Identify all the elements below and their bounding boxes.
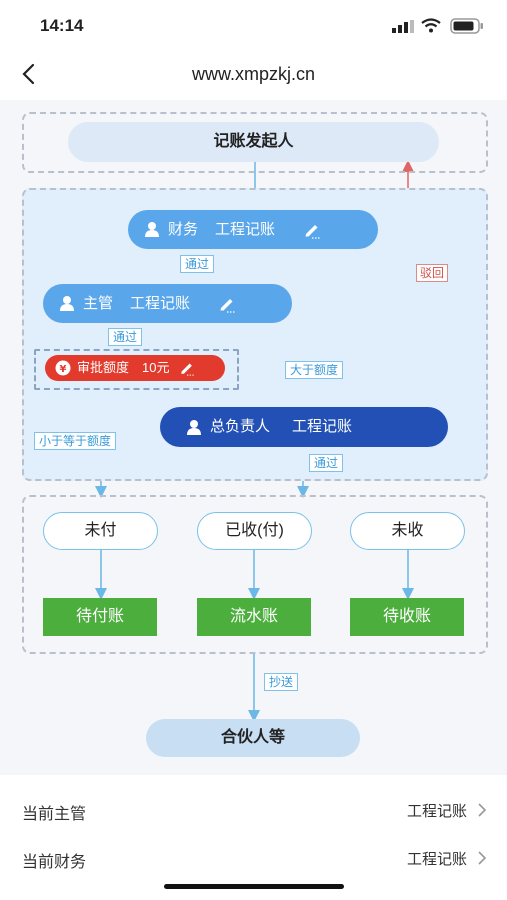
- less-equal-limit-label: 小于等于额度: [34, 432, 117, 450]
- manager-book: 工程记账: [130, 295, 191, 312]
- status-unreceived[interactable]: 未收: [350, 512, 465, 550]
- greater-than-limit-label: 大于额度: [285, 361, 344, 379]
- manager-role: 主管: [83, 295, 114, 312]
- pass-label-2: 通过: [108, 328, 143, 346]
- user-icon: [60, 296, 74, 311]
- back-icon[interactable]: [18, 62, 42, 86]
- home-indicator: [164, 884, 344, 889]
- general-manager-book: 工程记账: [292, 418, 353, 435]
- edit-icon[interactable]: [303, 221, 321, 239]
- ledger-receivable[interactable]: 待收账: [350, 598, 464, 636]
- pass-label-3: 通过: [309, 454, 344, 472]
- user-icon: [187, 420, 201, 435]
- yuan-icon: ¥: [55, 360, 71, 376]
- battery-icon: [450, 18, 483, 34]
- reject-label: 驳回: [416, 264, 449, 282]
- approval-limit-node[interactable]: ¥ 审批额度 10元: [45, 355, 225, 381]
- edit-icon[interactable]: [179, 360, 195, 376]
- approval-limit-region: [34, 349, 239, 390]
- setting-row-finance[interactable]: 当前财务 工程记账: [0, 834, 507, 882]
- initiator-region: [22, 112, 488, 173]
- partners-node[interactable]: 合伙人等: [146, 719, 360, 757]
- wifi-icon: [421, 18, 441, 33]
- setting-value: 工程记账: [406, 851, 467, 868]
- status-received-paid[interactable]: 已收(付): [197, 512, 312, 550]
- ledger-payable[interactable]: 待付账: [43, 598, 157, 636]
- signal-icon: [392, 20, 414, 33]
- status-time: 14:14: [40, 16, 84, 35]
- setting-label: 当前财务: [22, 854, 87, 871]
- ledger-region: [22, 495, 488, 654]
- setting-label: 当前主管: [22, 806, 87, 823]
- approval-limit-label: 审批额度: [77, 360, 130, 375]
- flow-diagram: 记账发起人 财务 工程记账 通过 主管 工程记账 通过 ¥ 审批额度: [0, 100, 507, 775]
- edit-icon[interactable]: [218, 295, 236, 313]
- pass-label-1: 通过: [180, 255, 215, 273]
- manager-node[interactable]: 主管 工程记账: [43, 284, 292, 323]
- nav-bar: www.xmpzkj.cn: [0, 50, 507, 100]
- setting-row-manager[interactable]: 当前主管 工程记账: [0, 786, 507, 835]
- general-manager-role: 总负责人: [210, 418, 271, 435]
- cc-label: 抄送: [264, 673, 299, 691]
- finance-book: 工程记账: [215, 221, 276, 238]
- chevron-right-icon: [478, 851, 487, 865]
- chevron-right-icon: [478, 803, 487, 817]
- ledger-journal[interactable]: 流水账: [197, 598, 311, 636]
- user-icon: [145, 222, 159, 237]
- approval-limit-amount: 10元: [142, 360, 170, 375]
- page-title: www.xmpzkj.cn: [191, 64, 316, 84]
- setting-value: 工程记账: [406, 803, 467, 820]
- general-manager-node[interactable]: 总负责人 工程记账: [160, 407, 448, 447]
- status-unpaid[interactable]: 未付: [43, 512, 158, 550]
- finance-node[interactable]: 财务 工程记账: [128, 210, 378, 249]
- svg-text:¥: ¥: [60, 364, 67, 375]
- status-bar: 14:14: [0, 0, 507, 50]
- finance-role: 财务: [168, 221, 199, 238]
- initiator-node[interactable]: 记账发起人: [68, 122, 439, 162]
